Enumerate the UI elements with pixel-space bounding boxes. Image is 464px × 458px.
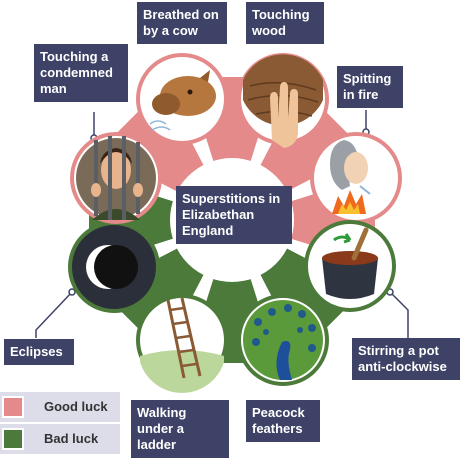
prisoner-icon	[70, 132, 162, 224]
label-stirring-a-pot: Stirring a pot anti-clockwise	[352, 338, 460, 380]
legend-swatch-good	[2, 396, 24, 418]
label-breathed-on-by-a-cow: Breathed on by a cow	[137, 2, 227, 44]
eclipse-icon	[68, 221, 160, 313]
ladder-icon	[136, 294, 228, 393]
label-walking-under-a-ladder: Walking under a ladder	[131, 400, 229, 458]
peacock-icon	[237, 294, 329, 386]
leader-line-pot	[389, 291, 409, 338]
label-touching-wood: Touching wood	[246, 2, 324, 44]
label-peacock-feathers: Peacock feathers	[246, 400, 320, 442]
leader-line-eclipses	[35, 291, 73, 338]
cow-icon	[136, 53, 228, 145]
leader-dot	[68, 288, 76, 296]
spitting-fire-icon	[310, 132, 402, 224]
legend-label-bad: Bad luck	[44, 431, 99, 446]
legend-bad-luck: Bad luck	[0, 424, 120, 454]
label-spitting-in-fire: Spitting in fire	[337, 66, 403, 108]
label-touching-a-condemned-man: Touching a condemned man	[34, 44, 128, 102]
diagram-title: Superstitions in Elizabethan England	[176, 186, 292, 244]
label-eclipses: Eclipses	[4, 339, 74, 365]
legend-good-luck: Good luck	[0, 392, 120, 422]
legend-label-good: Good luck	[44, 399, 108, 414]
hand-on-wood-icon	[237, 53, 329, 148]
leader-lines	[35, 110, 409, 338]
pot-icon	[304, 220, 396, 312]
legend-swatch-bad	[2, 428, 24, 450]
